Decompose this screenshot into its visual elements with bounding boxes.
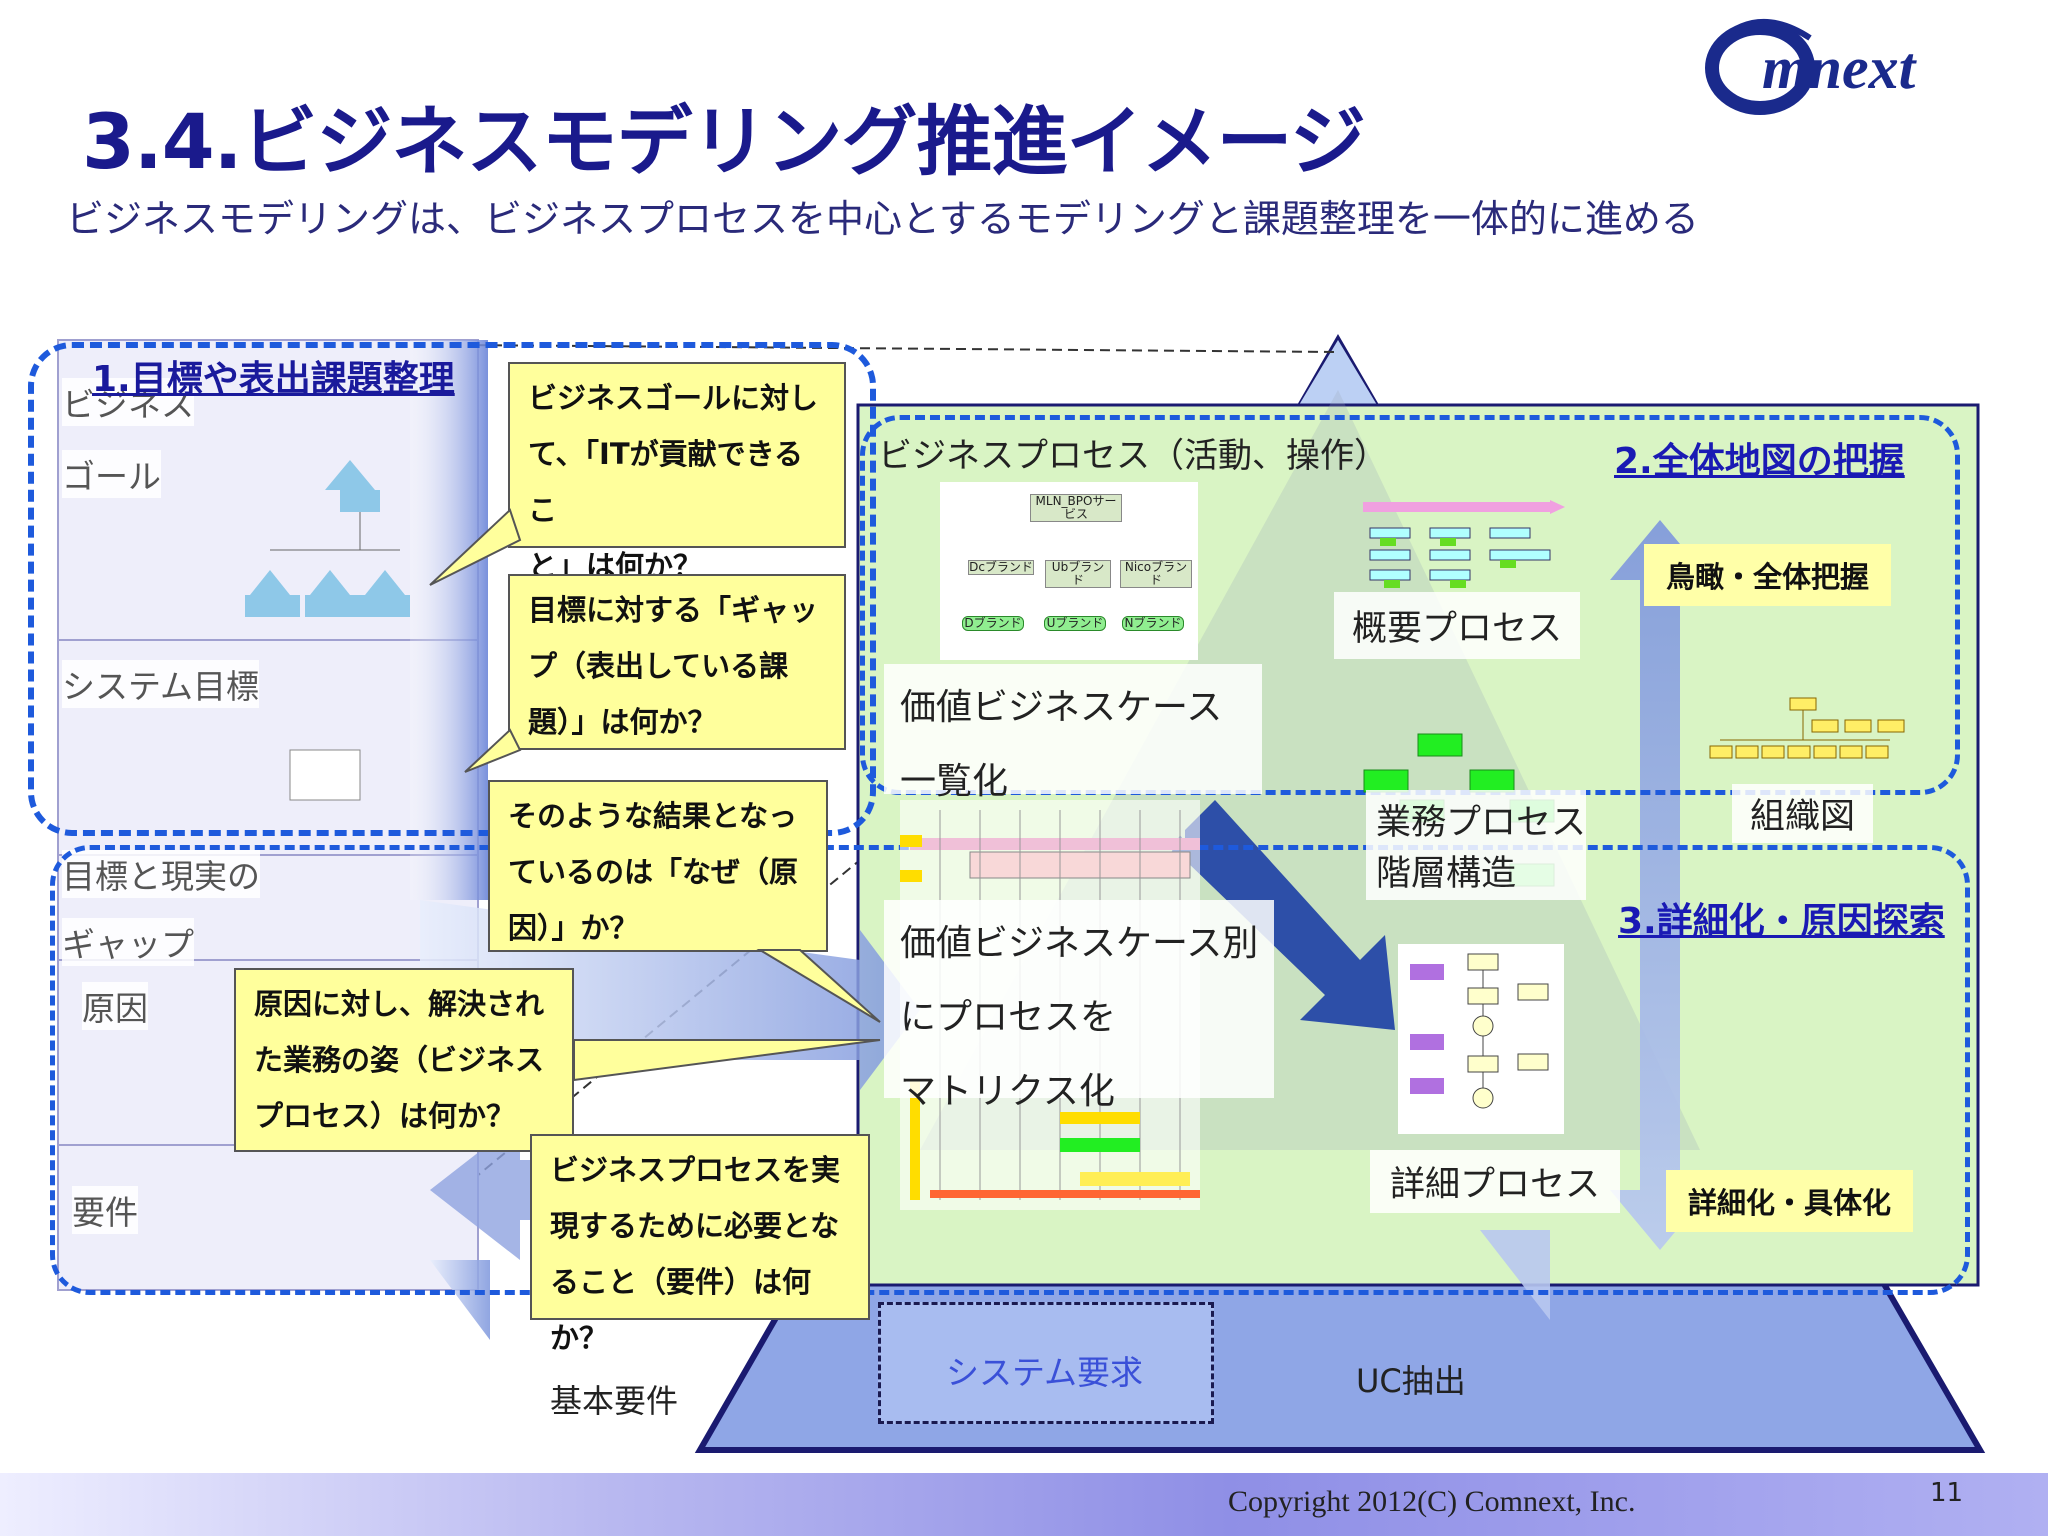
callout-line: ビジネスゴールに対し (528, 381, 819, 415)
detail-process-thumbnail (1398, 944, 1564, 1134)
mini-l1-node: Ubブランド (1045, 560, 1111, 588)
callout-line: 目標に対する「ギャッ (528, 593, 819, 627)
callout-line: 現するために必要とな (550, 1209, 840, 1243)
callout-line: プロセス）は何か？ (254, 1099, 516, 1133)
overview-process-thumbnail (1363, 500, 1565, 588)
label-matrix-3: マトリクス化 (900, 1071, 1115, 1112)
callout-line: ること（要件）は何か？ (550, 1265, 812, 1355)
callout-line: ビジネスプロセスを実 (550, 1153, 841, 1187)
label-value-case-2: 一覧化 (900, 761, 1009, 802)
process-heading: ビジネスプロセス（活動、操作） (878, 436, 1388, 476)
label-cause: 原因 (82, 982, 148, 1030)
callout-line: 因）」か？ (508, 911, 639, 945)
label-basic-requirements: 基本要件 (550, 1382, 679, 1420)
callout-line: そのような結果となっ (508, 799, 798, 833)
callout-line: プ（表出している課 (528, 649, 789, 683)
comnext-logo: mnext (1700, 10, 2040, 120)
label-business-goal-2: ゴール (62, 450, 161, 498)
label-detail-process: 詳細プロセス (1370, 1150, 1621, 1213)
label-matrix: 価値ビジネスケース別 (900, 923, 1259, 964)
section2-title: 2.全体地図の把握 (1614, 441, 1905, 482)
hierarchy-label-box: 業務プロセス 階層構造 (1366, 790, 1586, 900)
label-requirement: 要件 (72, 1186, 138, 1234)
label-matrix-2: にプロセスを (900, 997, 1117, 1038)
page-subtitle: ビジネスモデリングは、ビジネスプロセスを中心とするモデリングと課題整理を一体的に… (66, 197, 1699, 241)
callout-requirement: ビジネスプロセスを実 現するために必要とな ること（要件）は何か？ (530, 1134, 870, 1355)
callout-gap: 目標に対する「ギャッ プ（表出している課 題）」は何か？ (508, 574, 846, 750)
system-requirements-box (878, 1302, 1214, 1424)
label-system-goal: システム目標 (62, 660, 260, 708)
callout-line: ているのは「なぜ（原 (508, 855, 799, 889)
label-uc-extraction: UC抽出 (1356, 1362, 1466, 1400)
logo-graphic: mnext (1705, 19, 1918, 115)
callout-line: 原因に対し、解決され (254, 987, 545, 1021)
label-org-chart: 組織図 (1732, 784, 1874, 843)
badge-detail: 詳細化・具体化 (1666, 1170, 1914, 1232)
mini-l2-node: Nブランド (1122, 616, 1184, 631)
callout-it-contribution: ビジネスゴールに対し て、「ITが貢献できるこ と」は何か？ (508, 362, 846, 583)
mini-l2-node: Uブランド (1044, 616, 1106, 631)
matrix-label-box: 価値ビジネスケース別 にプロセスを マトリクス化 (884, 900, 1274, 1112)
callout-solution: 原因に対し、解決され た業務の姿（ビジネス プロセス）は何か？ (234, 968, 574, 1152)
section1-title: 1.目標や表出課題整理 (92, 359, 455, 400)
label-system-requirements: システム要求 (946, 1353, 1144, 1392)
callout-line: た業務の姿（ビジネス (254, 1043, 545, 1077)
goal-tree-thumbnail (245, 460, 410, 801)
value-case-label-box: 価値ビジネスケース 一覧化 (884, 664, 1262, 802)
copyright: Copyright 2012(C) Comnext, Inc. (1228, 1485, 1636, 1518)
mini-l1-node: Dcブランド (968, 560, 1034, 575)
badge-overview: 鳥瞰・全体把握 (1644, 544, 1892, 606)
label-hierarchy-2: 階層構造 (1376, 854, 1517, 894)
label-business-goal: ビジネス (62, 378, 194, 426)
section3-title: 3.詳細化・原因探索 (1618, 901, 1945, 942)
footer-bar (0, 1473, 2048, 1536)
label-overview-process: 概要プロセス (1334, 592, 1581, 659)
page-number: 11 (1930, 1478, 1964, 1508)
page-title: 3.4.ビジネスモデリング推進イメージ (82, 97, 1366, 186)
mini-root: MLN_BPOサービス (1030, 494, 1122, 522)
label-gap-2: ギャップ (62, 918, 194, 966)
label-gap: 目標と現実の (62, 850, 260, 898)
label-value-case: 価値ビジネスケース (900, 687, 1223, 728)
mini-l1-node: Nicoブランド (1120, 560, 1192, 588)
callout-line: て、「ITが貢献できるこ (528, 437, 804, 527)
value-case-thumbnail: MLN_BPOサービス Dcブランド Ubブランド Nicoブランド Dブランド… (940, 482, 1198, 660)
callout-why: そのような結果となっ ているのは「なぜ（原 因）」か？ (488, 780, 828, 952)
mini-l2-node: Dブランド (962, 616, 1024, 631)
section1-dashed-frame (28, 342, 876, 836)
svg-text:mnext: mnext (1762, 35, 1918, 101)
callout-line: 題）」は何か？ (528, 705, 717, 739)
label-hierarchy: 業務プロセス (1376, 803, 1587, 843)
org-chart-thumbnail (1709, 697, 1905, 759)
